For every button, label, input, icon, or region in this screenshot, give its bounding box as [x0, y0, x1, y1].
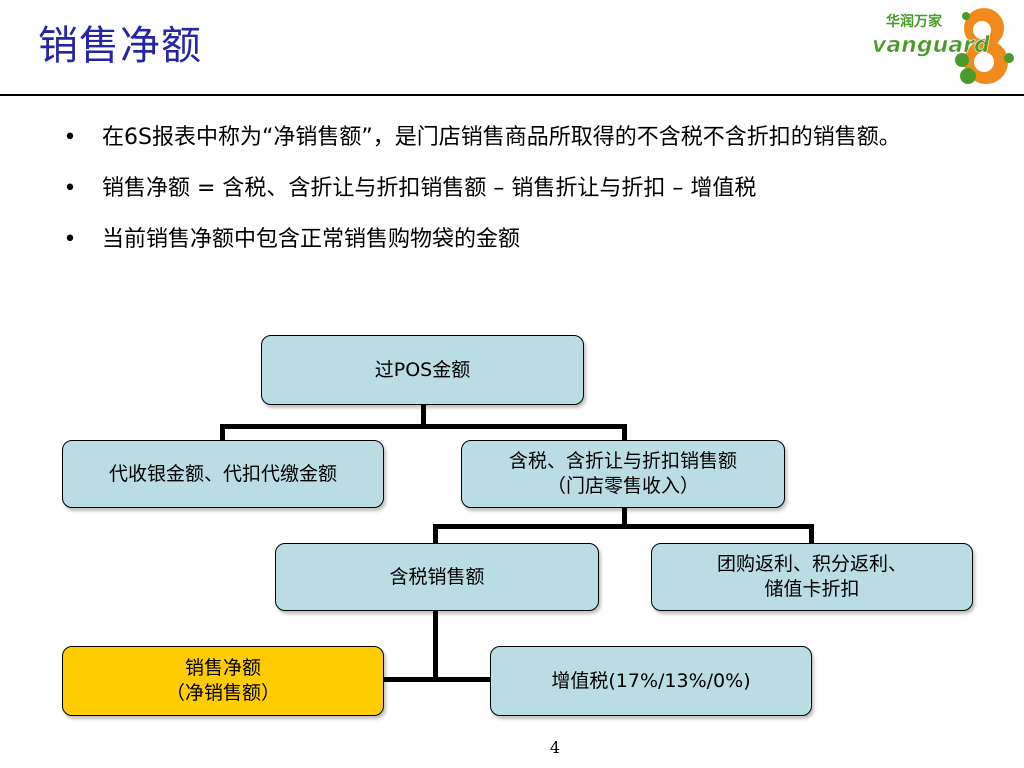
slide-title: 销售净额 [38, 23, 202, 69]
page-number: 4 [549, 738, 561, 757]
connector-level2-bar [433, 524, 814, 529]
node-pos-amount: 过POS金额 [261, 335, 584, 405]
logo-brand-cn: 华润万家 [886, 13, 943, 30]
title-divider [0, 94, 1024, 96]
bullet-item: • 在6S报表中称为“净销售额”，是门店销售商品所取得的不含税不含折扣的销售额。 [50, 116, 980, 160]
bullet-text: 销售净额 = 含税、含折让与折扣销售额 – 销售折让与折扣 – 增值税 [102, 176, 757, 201]
bullet-list: • 在6S报表中称为“净销售额”，是门店销售商品所取得的不含税不含折扣的销售额。… [50, 116, 980, 269]
bullet-item: • 当前销售净额中包含正常销售购物袋的金额 [50, 218, 980, 262]
connector-to-discount-sales [622, 424, 627, 440]
logo-brand-en: vanguard [872, 33, 990, 58]
bullet-dot-icon: • [63, 227, 77, 252]
connector-to-vat [433, 677, 490, 682]
node-tax-incl-discount-sales: 含税、含折让与折扣销售额 （门店零售收入） [461, 440, 785, 508]
node-rebates: 团购返利、积分返利、 储值卡折扣 [651, 543, 973, 611]
node-net-sales: 销售净额 （净销售额） [62, 646, 384, 716]
logo-green-dot-4 [962, 12, 970, 20]
bullet-text: 在6S报表中称为“净销售额”，是门店销售商品所取得的不含税不含折扣的销售额。 [102, 125, 901, 150]
node-vat: 增值税(17%/13%/0%) [490, 646, 812, 716]
connector-to-tax-incl-sales [433, 524, 438, 543]
connector-tax-incl-sales-down [433, 610, 438, 680]
logo-green-dot-3 [1004, 53, 1014, 63]
node-tax-incl-sales: 含税销售额 [275, 543, 599, 611]
vanguard-logo: 华润万家 vanguard [872, 8, 1014, 84]
node-collection-amount: 代收银金额、代扣代缴金额 [62, 440, 384, 508]
connector-to-rebates [809, 524, 814, 543]
bullet-dot-icon: • [63, 176, 77, 201]
connector-to-net-sales [382, 677, 438, 682]
connector-discount-sales-down [622, 507, 627, 527]
connector-root-down [421, 405, 426, 427]
bullet-text: 当前销售净额中包含正常销售购物袋的金额 [102, 227, 521, 252]
logo-green-dot-2 [960, 68, 976, 84]
connector-level1-bar [220, 424, 627, 429]
bullet-dot-icon: • [63, 125, 77, 150]
bullet-item: • 销售净额 = 含税、含折让与折扣销售额 – 销售折让与折扣 – 增值税 [50, 167, 980, 211]
connector-to-collection [220, 424, 225, 440]
logo-green-dot-1 [955, 53, 969, 67]
